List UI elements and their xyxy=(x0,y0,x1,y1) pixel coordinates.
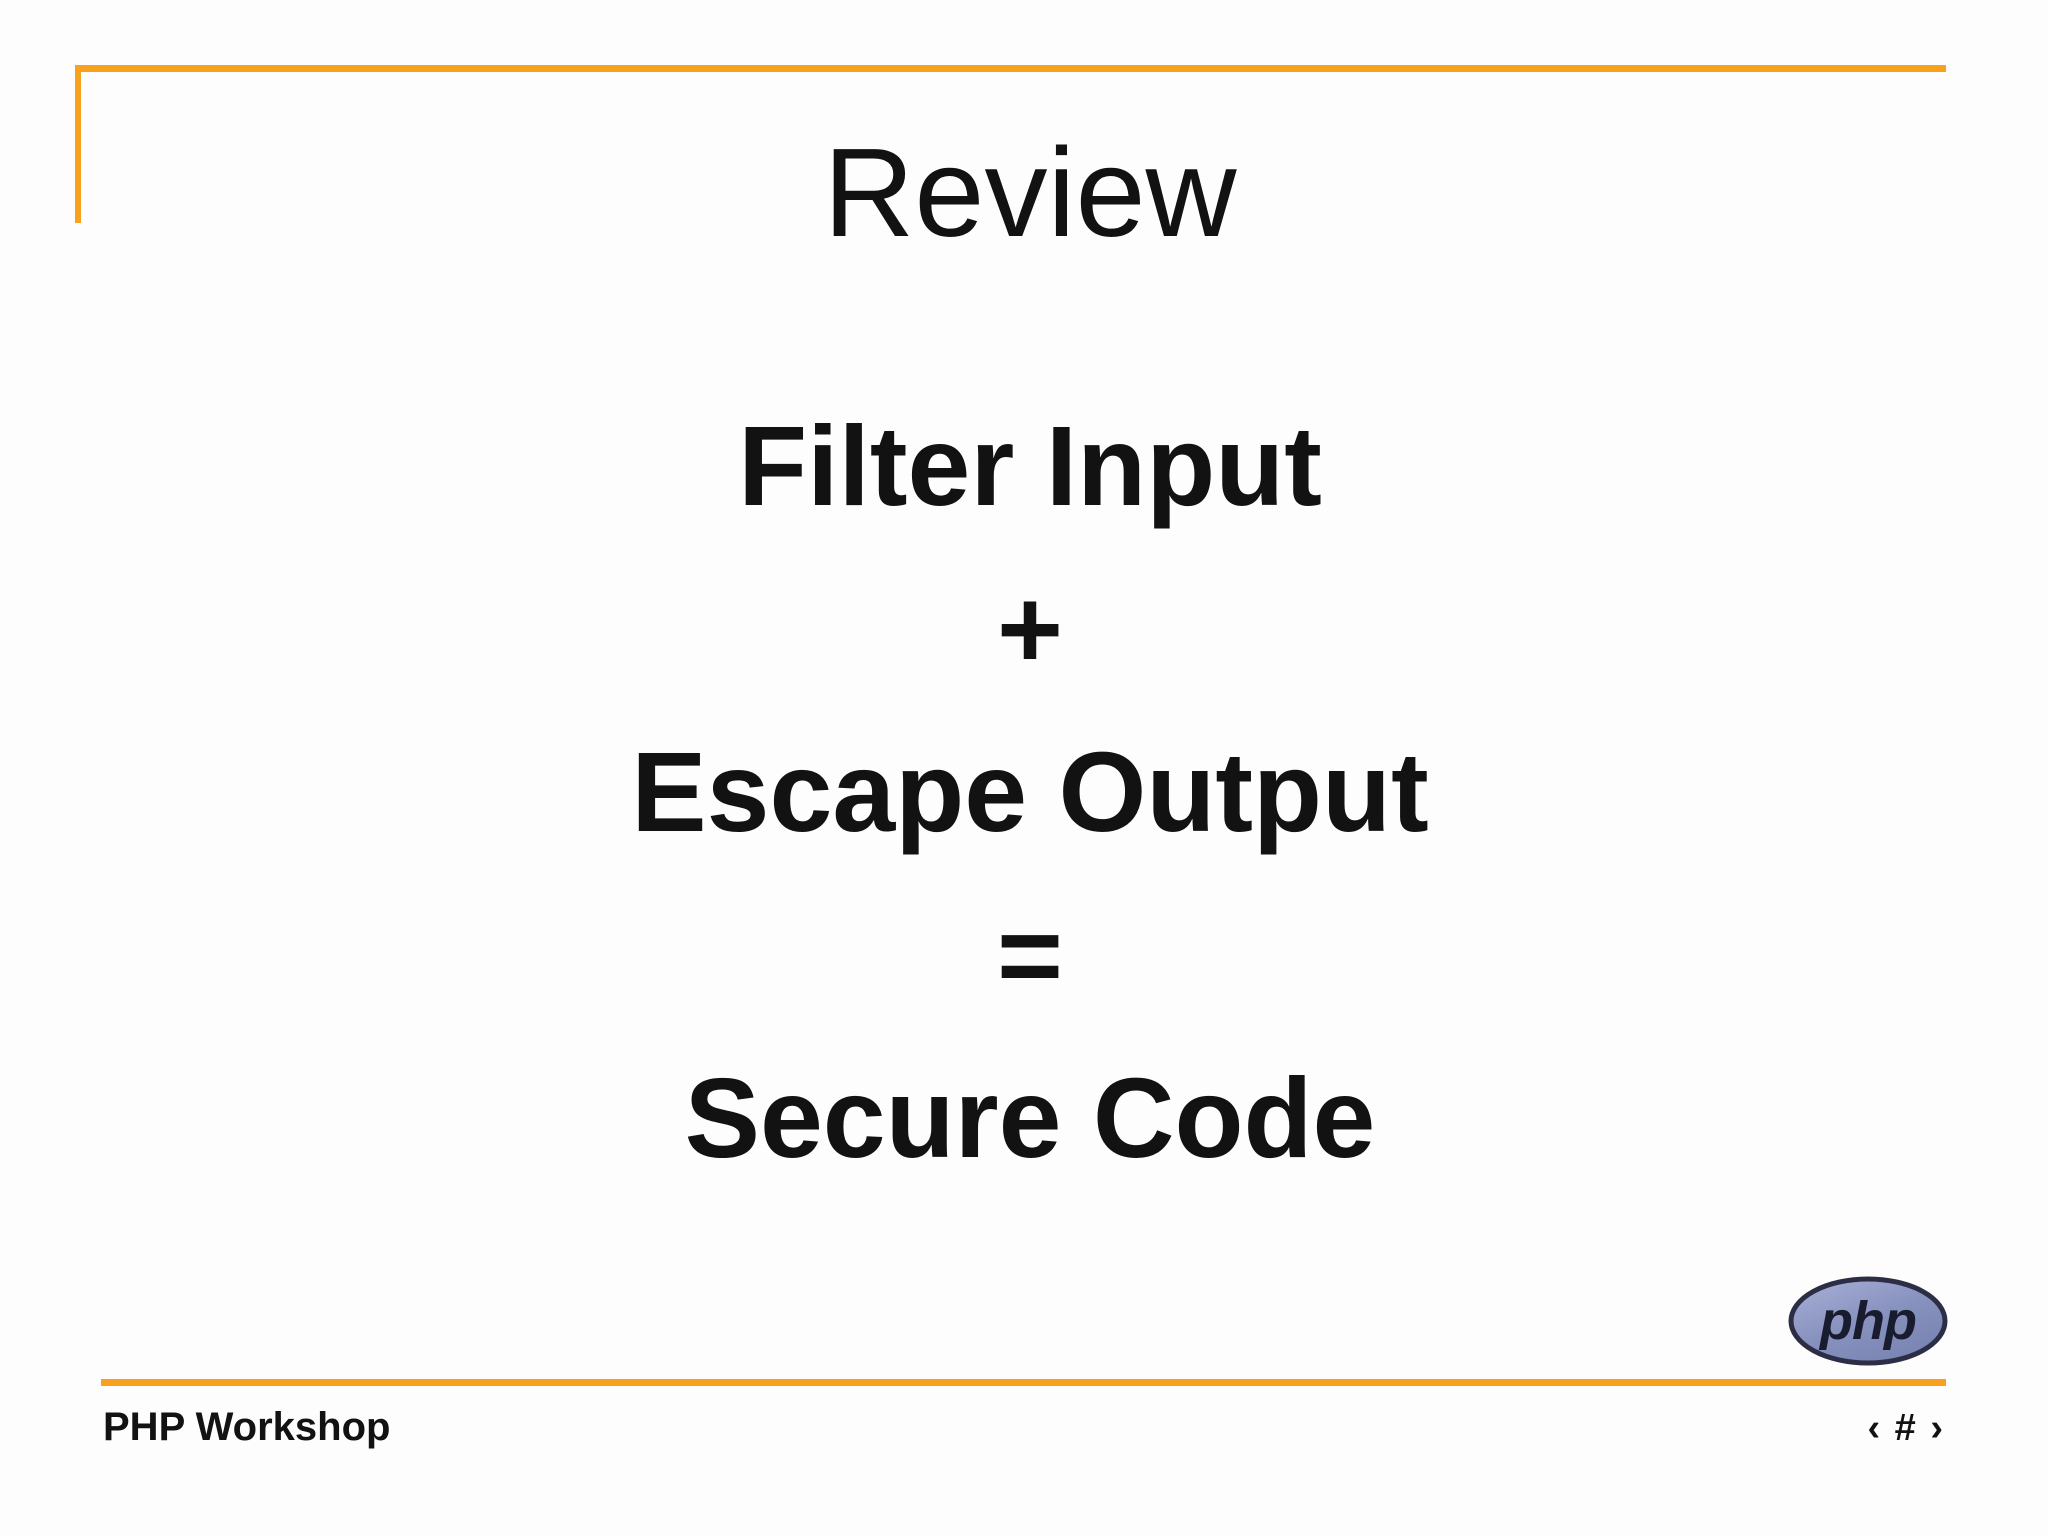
body-line-secure-code: Secure Code xyxy=(684,1055,1376,1181)
top-border-line xyxy=(75,65,1946,72)
footer-page-number: ‹ # › xyxy=(1867,1407,1945,1449)
php-logo-icon: php xyxy=(1788,1276,1948,1366)
body-line-filter-input: Filter Input xyxy=(738,403,1322,529)
php-logo-ellipse xyxy=(1788,1276,1948,1366)
footer-deck-title: PHP Workshop xyxy=(103,1405,391,1449)
slide-title: Review xyxy=(823,122,1237,263)
body-line-escape-output: Escape Output xyxy=(631,729,1429,855)
slide-body: Filter Input + Escape Output = Secure Co… xyxy=(106,385,1954,1200)
left-border-line xyxy=(75,65,81,223)
body-line-equals-sign: = xyxy=(997,892,1063,1018)
body-line-plus-sign: + xyxy=(997,566,1063,692)
php-logo-text: php xyxy=(1818,1291,1916,1351)
footer-divider-line xyxy=(101,1379,1946,1386)
